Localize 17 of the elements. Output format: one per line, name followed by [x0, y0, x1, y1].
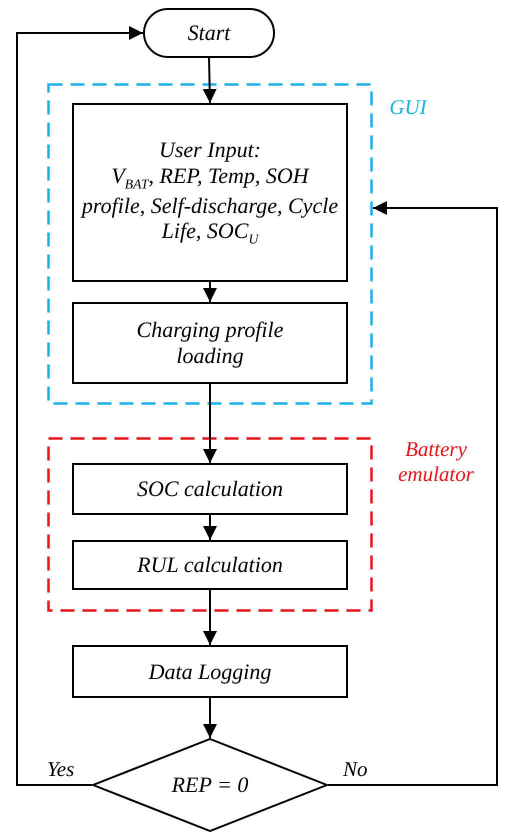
- arrow: [203, 384, 217, 463]
- process-box: SOC calculation: [72, 463, 348, 515]
- group-title: Battery emulator: [397, 437, 475, 488]
- arrow: [203, 590, 217, 645]
- process-box: RUL calculation: [72, 540, 348, 590]
- decision-diamond: REP = 0: [92, 738, 328, 832]
- arrow: [202, 58, 217, 104]
- process-box: Charging profile loading: [72, 302, 348, 384]
- start-terminal: Start: [143, 8, 275, 58]
- group-title: GUI: [388, 95, 428, 120]
- arrow: [16, 26, 143, 786]
- arrow: [203, 698, 217, 738]
- arrow: [203, 515, 217, 540]
- arrow: [328, 201, 498, 786]
- arrow: [203, 282, 217, 302]
- process-box: User Input: V$_{BAT}$, REP, Temp, SOH profile, Self-discharge, Cycle Life, SOC$_{U}$: [72, 103, 348, 282]
- process-box: Data Logging: [72, 645, 348, 698]
